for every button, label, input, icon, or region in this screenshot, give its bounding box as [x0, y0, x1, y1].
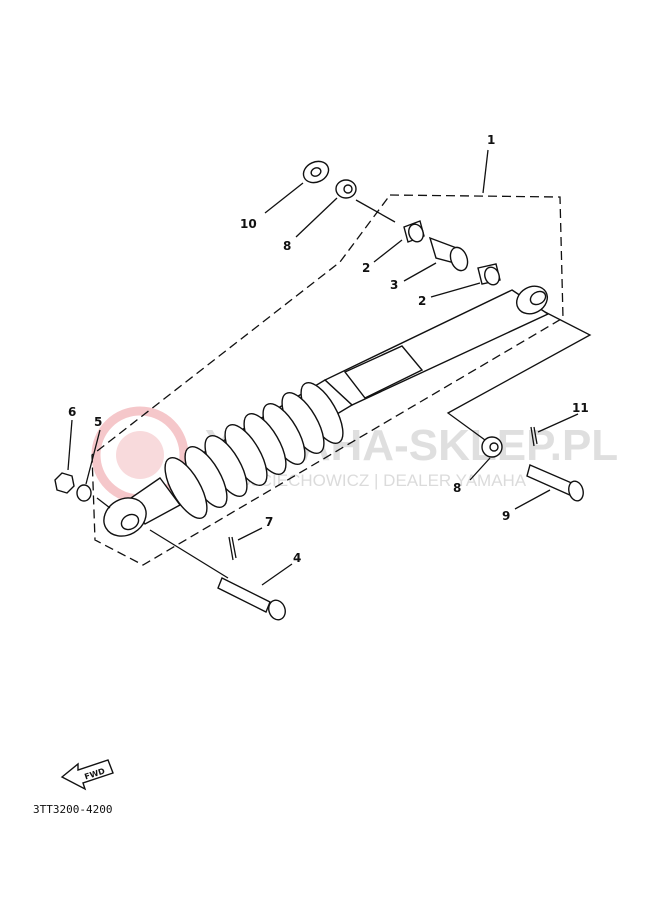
callout-7: 7	[265, 515, 273, 529]
cotter-pin-7	[228, 536, 237, 561]
cotter-pin-11	[530, 426, 538, 447]
watermark-subtitle: WOJCIECHOWICZ | DEALER YAMAHA	[222, 471, 527, 490]
callout-8-upper: 8	[283, 239, 291, 253]
bushing-lower	[477, 263, 501, 286]
leader-lines	[67, 149, 592, 586]
washer-8-upper-hole	[343, 184, 353, 194]
callout-2-lower: 2	[418, 294, 426, 308]
nut-6	[54, 472, 75, 494]
washer-10-hole	[310, 167, 322, 177]
bushing-upper	[403, 220, 425, 243]
callout-6: 6	[68, 405, 76, 419]
callout-4: 4	[293, 551, 301, 565]
collar	[428, 236, 469, 272]
callout-9: 9	[502, 509, 510, 523]
shock-label-plate	[343, 345, 424, 399]
shock-top-eye-hole	[529, 290, 547, 306]
pin-9	[526, 464, 584, 502]
bolt-4	[217, 577, 286, 621]
callout-3: 3	[390, 278, 398, 292]
watermark-logo-inner	[116, 431, 164, 479]
shock-spring	[164, 382, 344, 519]
callout-1: 1	[487, 133, 495, 147]
callout-2-upper: 2	[362, 261, 370, 275]
callout-8-lower: 8	[453, 481, 461, 495]
callout-10: 10	[240, 217, 257, 231]
callout-11: 11	[572, 401, 589, 415]
washer-5	[76, 484, 92, 502]
washer-8-lower-hole	[489, 442, 499, 452]
assembly-boundary	[91, 194, 564, 566]
shock-absorber	[103, 285, 550, 537]
callout-5: 5	[94, 415, 102, 429]
diagram-code: 3TT3200-4200	[33, 803, 112, 816]
shock-bottom-eye-hole	[120, 513, 140, 531]
callouts: 1 10 8 2 3 2 11 8 9 6 5 7 4	[68, 133, 589, 565]
fwd-arrow-icon: FWD	[60, 759, 114, 791]
